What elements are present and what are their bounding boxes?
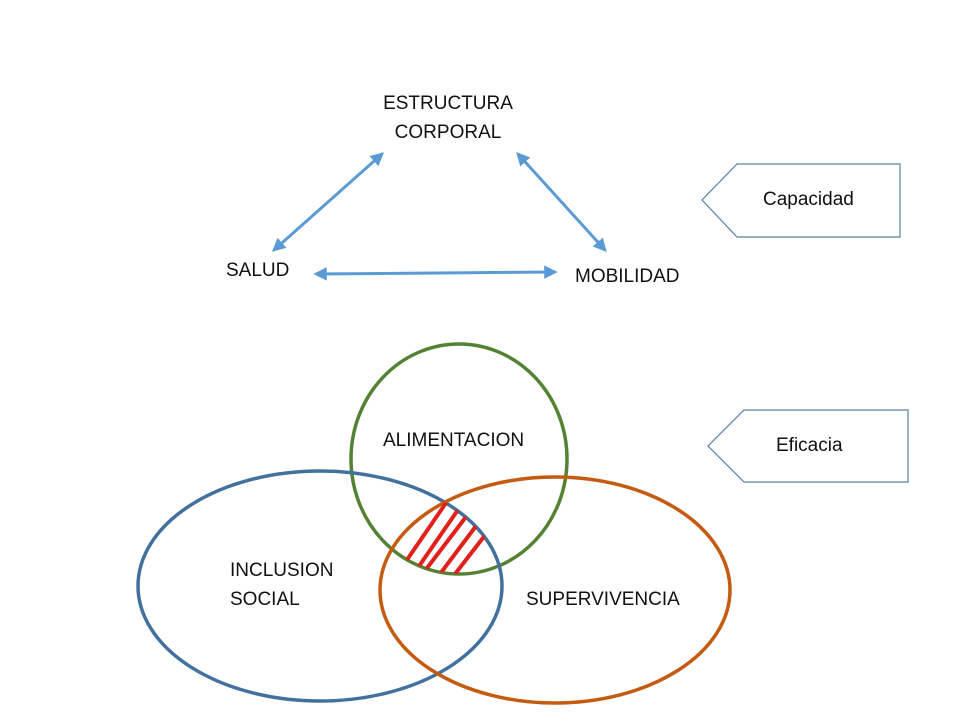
salud-label: SALUD: [226, 260, 290, 281]
supervivencia-circle: [378, 475, 732, 705]
estructura-corporal-label: ESTRUCTURA CORPORAL: [368, 89, 528, 147]
alimentacion-circle: [349, 342, 569, 576]
corporal-line: CORPORAL: [394, 122, 502, 143]
eficacia-tag-shape: [707, 409, 909, 483]
capacidad-tag-label: Capacidad: [763, 189, 854, 210]
eficacia-tag-label: Eficacia: [776, 435, 843, 456]
mobilidad-label: MOBILIDAD: [575, 266, 680, 287]
supervivencia-label: SUPERVIVENCIA: [526, 589, 680, 610]
capacidad-tag-shape: [701, 163, 901, 238]
arrow-estructura-mobilidad: [516, 151, 607, 253]
arrow-salud-mobilidad: [313, 265, 558, 281]
inclusion-line: INCLUSION: [230, 560, 334, 581]
arrow-salud-estructura: [271, 152, 385, 252]
social-line: SOCIAL: [230, 589, 300, 610]
alimentacion-label: ALIMENTACION: [383, 430, 525, 451]
inclusion-social-circle: [136, 469, 504, 703]
estructura-line: ESTRUCTURA: [383, 93, 513, 114]
inclusion-social-label: INCLUSION SOCIAL: [230, 556, 333, 614]
